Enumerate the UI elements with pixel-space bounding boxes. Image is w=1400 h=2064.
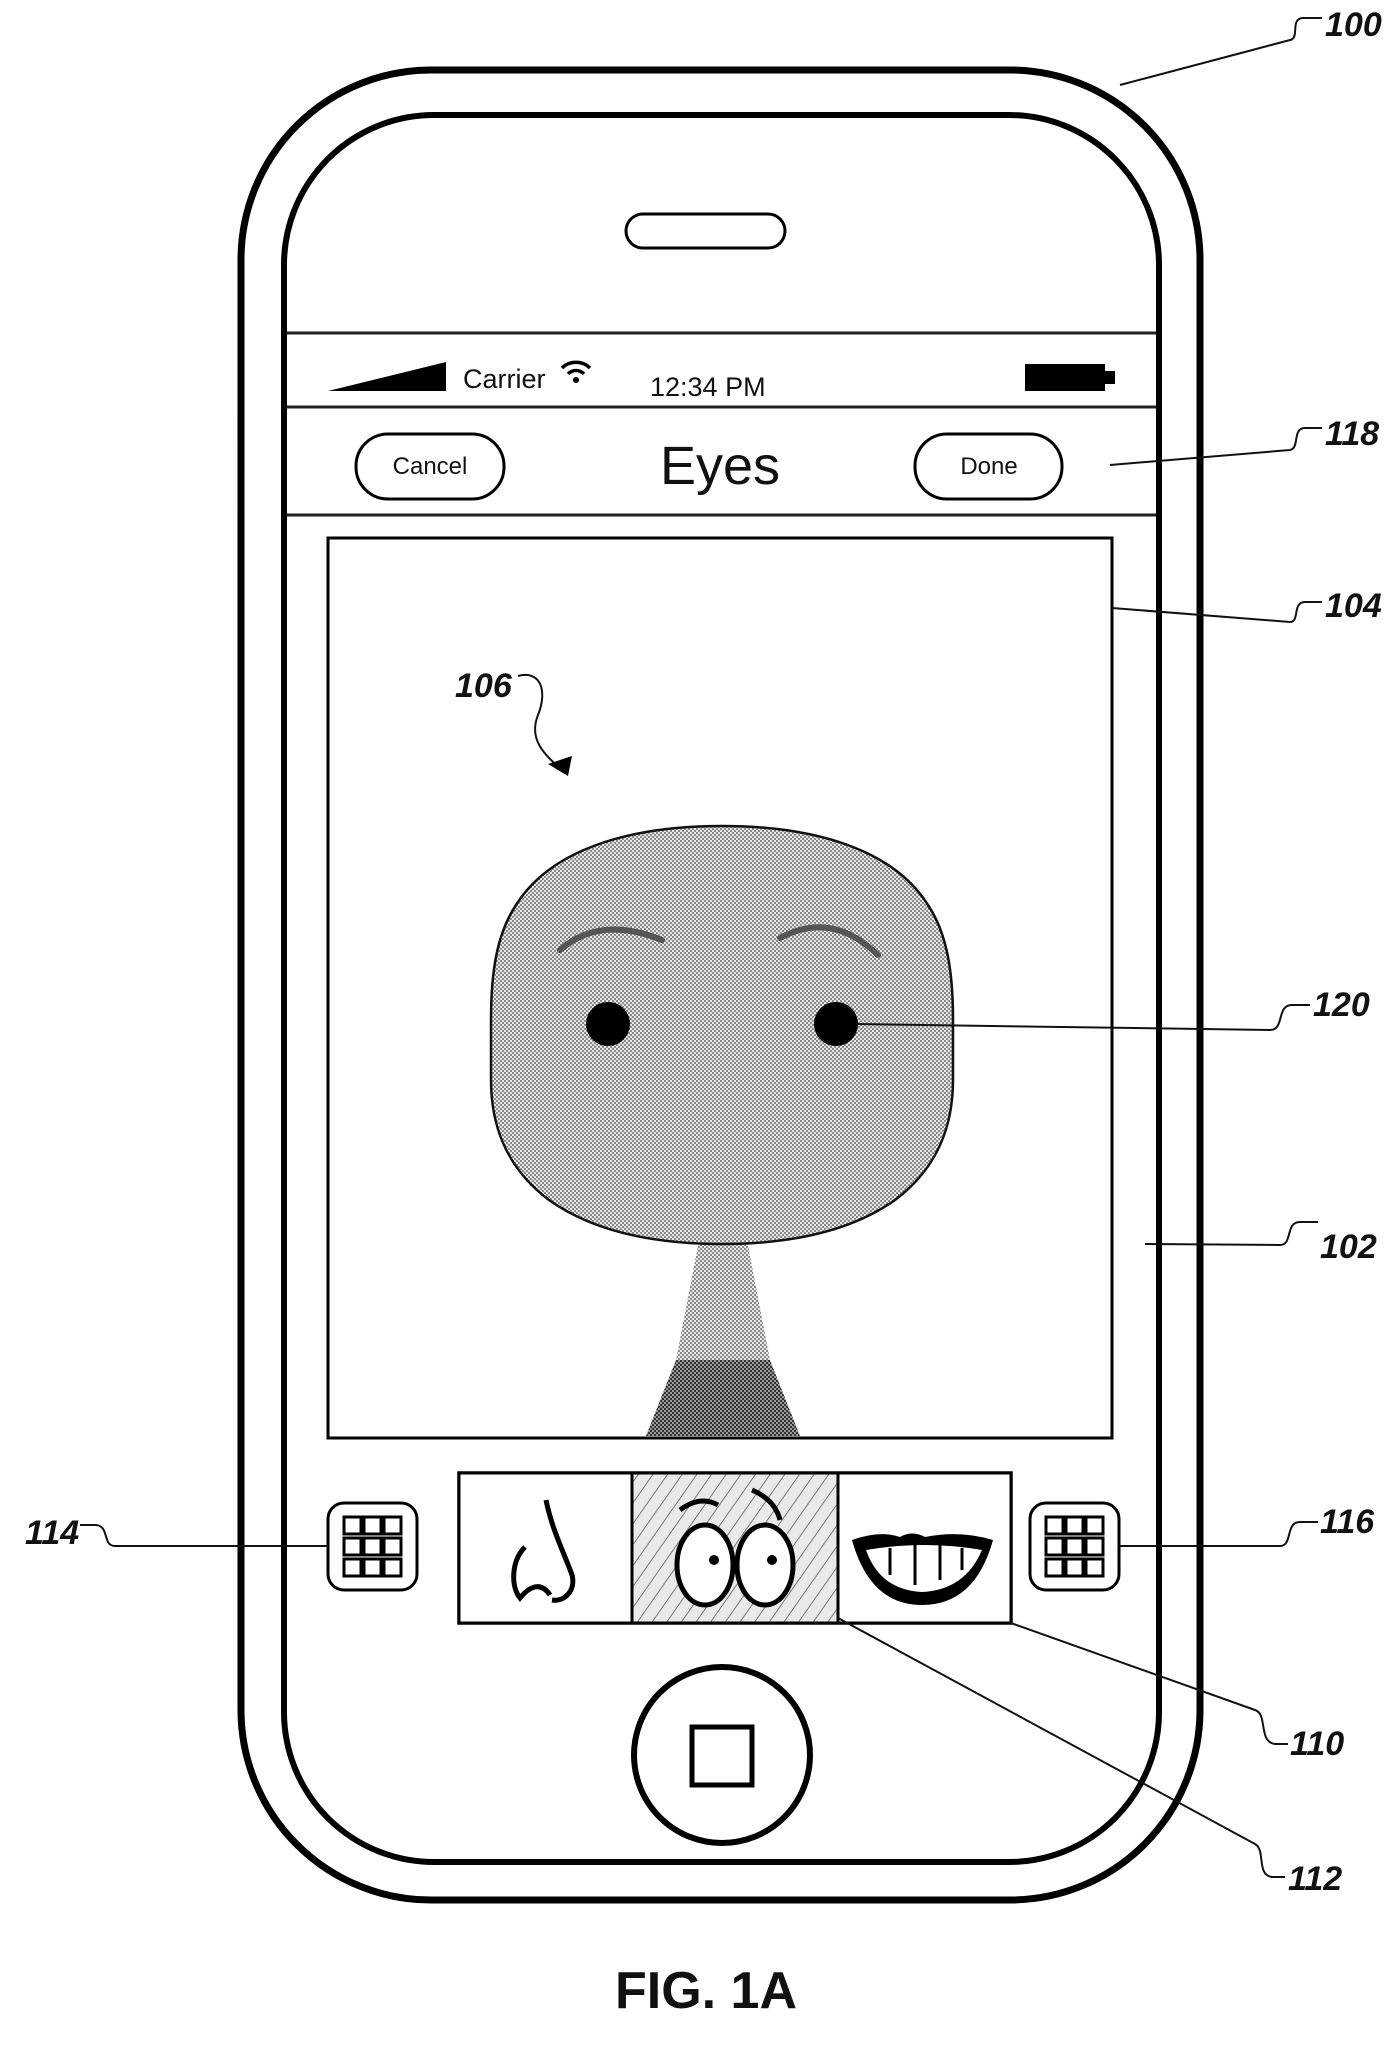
- feature-strip: [457, 1471, 1013, 1625]
- ref-118: 118: [1325, 415, 1379, 453]
- right-eye: [814, 1002, 858, 1046]
- leader-114: [80, 1524, 328, 1547]
- left-grid-button[interactable]: [326, 1501, 419, 1592]
- device-inner-bezel: [281, 112, 1162, 1865]
- wifi-icon: [560, 360, 592, 383]
- grid-icon: [1044, 1515, 1105, 1578]
- cancel-button-label: Cancel: [393, 453, 468, 480]
- leader-118: [1109, 427, 1322, 466]
- leader-104: [1111, 601, 1322, 624]
- page-title: Eyes: [660, 436, 780, 496]
- feature-item-eyes[interactable]: [630, 1471, 840, 1625]
- figure-caption: FIG. 1A: [615, 1962, 797, 2020]
- leader-112: [837, 1617, 1285, 1878]
- grid-icon: [342, 1515, 403, 1578]
- eyes-icon: [674, 1487, 796, 1608]
- ref-104: 104: [1325, 587, 1382, 625]
- nose-icon: [511, 1499, 576, 1603]
- avatar: [489, 824, 955, 1436]
- signal-strength-icon: [328, 362, 446, 391]
- status-time: 12:34 PM: [650, 372, 766, 402]
- feature-item-nose[interactable]: [457, 1471, 634, 1625]
- leader-110: [1010, 1622, 1288, 1745]
- right-eyebrow-icon: [777, 924, 881, 958]
- ref-114: 114: [25, 1514, 79, 1552]
- ref-102: 102: [1320, 1228, 1377, 1266]
- home-square-icon: [689, 1724, 755, 1788]
- leader-lines: [80, 17, 1322, 1878]
- done-button-label: Done: [960, 453, 1017, 480]
- avatar-neck: [676, 1235, 770, 1360]
- leader-116: [1119, 1521, 1318, 1547]
- carrier-label: Carrier: [463, 364, 546, 394]
- cancel-button[interactable]: Cancel: [354, 432, 506, 501]
- ref-110: 110: [1290, 1725, 1344, 1763]
- ref-120: 120: [1313, 986, 1370, 1024]
- leader-120: [855, 1004, 1310, 1032]
- status-bar: Carrier 12:34 PM: [328, 360, 1115, 402]
- ref-100: 100: [1325, 6, 1382, 44]
- leader-102: [1144, 1221, 1318, 1247]
- avatar-head: [489, 824, 955, 1246]
- battery-icon: [1025, 364, 1115, 391]
- arrowhead-106: [548, 756, 572, 776]
- speaker-grille: [624, 212, 787, 250]
- done-button[interactable]: Done: [913, 432, 1064, 501]
- left-eyebrow-icon: [557, 926, 665, 953]
- ref-116: 116: [1320, 1503, 1375, 1541]
- right-grid-button[interactable]: [1028, 1501, 1121, 1592]
- ref-112: 112: [1288, 1860, 1342, 1898]
- nav-bar: Cancel Eyes Done: [354, 432, 1064, 501]
- left-eye: [586, 1002, 630, 1046]
- avatar-torso: [646, 1360, 800, 1436]
- ref-106: 106: [455, 667, 513, 705]
- leader-100: [1119, 17, 1322, 86]
- device-outer-body: [237, 66, 1204, 1904]
- leader-106: [517, 673, 563, 771]
- mouth-icon: [852, 1533, 993, 1605]
- feature-item-mouth[interactable]: [836, 1471, 1013, 1625]
- home-button[interactable]: [631, 1664, 813, 1846]
